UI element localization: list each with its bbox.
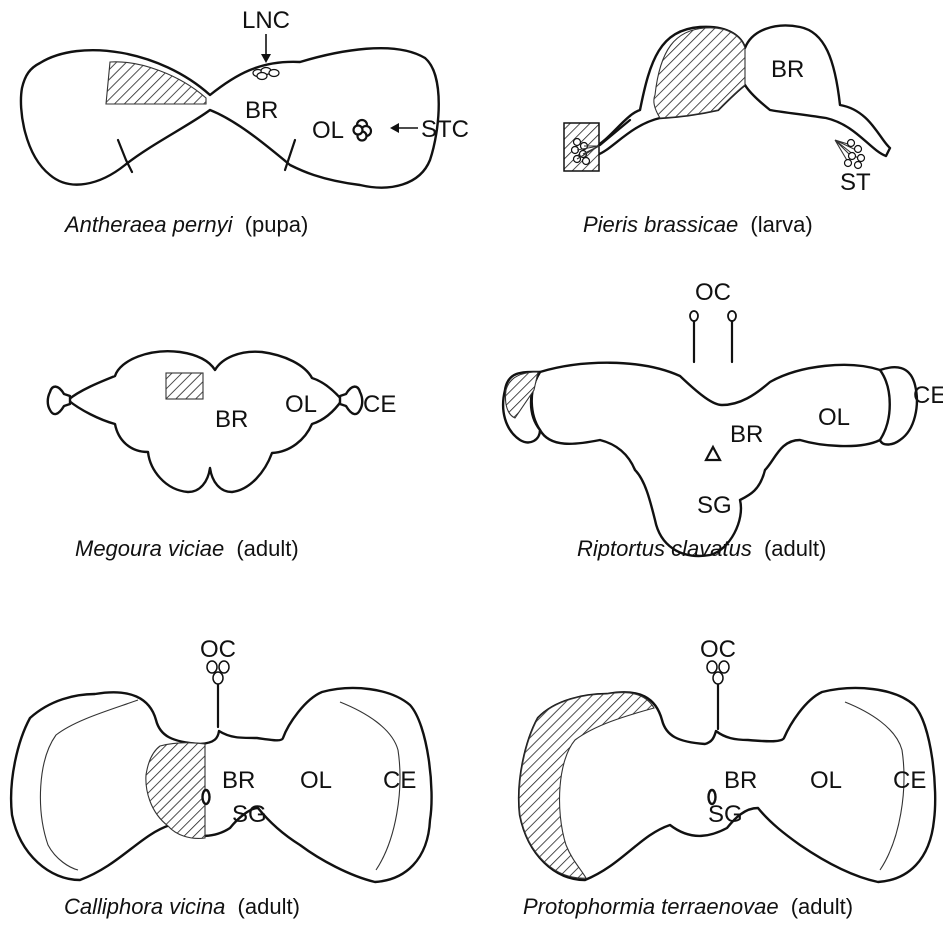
megoura-right-ce bbox=[340, 387, 362, 414]
calliphora-neuropil bbox=[203, 790, 210, 804]
megoura-ol-label: OL bbox=[285, 391, 317, 418]
megoura-left-ce bbox=[48, 387, 70, 414]
calliphora-br-label: BR bbox=[222, 767, 255, 794]
protophormia-ol-label: OL bbox=[810, 767, 842, 794]
megoura-brain-outline bbox=[68, 351, 342, 492]
calliphora-sg-label: SG bbox=[232, 801, 267, 828]
calliphora-ol-label: OL bbox=[300, 767, 332, 794]
riptortus-species: Riptortus clavatus bbox=[577, 536, 752, 561]
calliphora-ocelli bbox=[207, 661, 229, 684]
antheraea-ol-label: OL bbox=[312, 117, 344, 144]
pieris-caption: Pieris brassicae (larva) bbox=[583, 212, 813, 237]
panel-antheraea: LNC BR OL STC Antheraea pernyi (pupa) bbox=[21, 7, 469, 237]
pieris-br-label: BR bbox=[771, 56, 804, 83]
stc-label: STC bbox=[421, 116, 469, 143]
panel-riptortus: OC BR OL CE SG Riptortus clavatus (adult… bbox=[503, 279, 943, 561]
panel-megoura: BR OL CE Megoura viciae (adult) bbox=[48, 351, 397, 561]
calliphora-species: Calliphora vicina bbox=[64, 894, 225, 919]
protophormia-stage: (adult) bbox=[791, 894, 853, 919]
calliphora-oc-label: OC bbox=[200, 636, 236, 663]
protophormia-br-label: BR bbox=[724, 767, 757, 794]
riptortus-ce-label: CE bbox=[913, 382, 943, 409]
megoura-ce-label: CE bbox=[363, 391, 396, 418]
antheraea-species: Antheraea pernyi bbox=[63, 212, 234, 237]
antheraea-stage: (pupa) bbox=[245, 212, 309, 237]
protophormia-oc-label: OC bbox=[700, 636, 736, 663]
protophormia-ce-label: CE bbox=[893, 767, 926, 794]
protophormia-caption: Protophormia terraenovae (adult) bbox=[523, 894, 853, 919]
riptortus-sg-label: SG bbox=[697, 492, 732, 519]
antheraea-brain-outline bbox=[21, 48, 439, 187]
riptortus-ol-label: OL bbox=[818, 404, 850, 431]
protophormia-sg-label: SG bbox=[708, 801, 743, 828]
megoura-species: Megoura viciae bbox=[75, 536, 224, 561]
protophormia-species: Protophormia terraenovae bbox=[523, 894, 779, 919]
lnc-arrow-head bbox=[261, 54, 271, 63]
pieris-right-stemmata bbox=[835, 140, 865, 169]
pieris-stage: (larva) bbox=[750, 212, 812, 237]
pieris-species: Pieris brassicae bbox=[583, 212, 738, 237]
riptortus-ocellus-left bbox=[690, 311, 698, 321]
antheraea-br-label: BR bbox=[245, 97, 278, 124]
panel-calliphora: OC BR OL CE SG Calliphora vicina (adult) bbox=[11, 636, 431, 919]
riptortus-stage: (adult) bbox=[764, 536, 826, 561]
protophormia-ocelli bbox=[707, 661, 729, 684]
megoura-caption: Megoura viciae (adult) bbox=[75, 536, 299, 561]
pieris-st-label: ST bbox=[840, 169, 871, 196]
calliphora-ce-label: CE bbox=[383, 767, 416, 794]
megoura-hatched-region bbox=[166, 373, 203, 399]
riptortus-caption: Riptortus clavatus (adult) bbox=[577, 536, 826, 561]
riptortus-ocellus-right bbox=[728, 311, 736, 321]
lnc-label: LNC bbox=[242, 7, 290, 34]
calliphora-stage: (adult) bbox=[238, 894, 300, 919]
panel-protophormia: OC BR OL CE SG Protophormia terraenovae … bbox=[519, 636, 935, 919]
megoura-br-label: BR bbox=[215, 406, 248, 433]
calliphora-caption: Calliphora vicina (adult) bbox=[64, 894, 300, 919]
riptortus-oc-label: OC bbox=[695, 279, 731, 306]
megoura-stage: (adult) bbox=[236, 536, 298, 561]
panel-pieris: BR ST Pieris brassicae (larva) bbox=[564, 26, 890, 237]
antheraea-caption: Antheraea pernyi (pupa) bbox=[63, 212, 308, 237]
riptortus-br-label: BR bbox=[730, 421, 763, 448]
